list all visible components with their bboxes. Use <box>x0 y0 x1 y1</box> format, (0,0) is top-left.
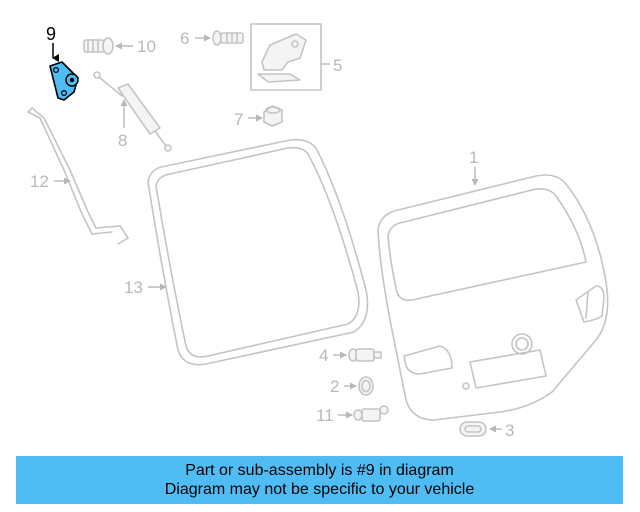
part-12-cable <box>27 107 129 245</box>
banner-line-2: Diagram may not be specific to your vehi… <box>164 481 475 498</box>
callout-7: 7 <box>234 110 243 129</box>
info-banner: Part or sub-assembly is #9 in diagram Di… <box>16 456 623 504</box>
part-2-grommet <box>358 376 374 396</box>
callout-9: 9 <box>46 24 56 44</box>
parts-diagram: 9 10 8 6 5 7 <box>27 23 609 440</box>
callout-4: 4 <box>319 346 328 365</box>
part-7-nut <box>263 105 283 127</box>
callout-6: 6 <box>180 29 189 48</box>
part-10-bolt <box>83 37 114 55</box>
part-5-hinge <box>250 23 322 91</box>
part-13-rear-glass <box>147 138 369 366</box>
part-1-liftgate <box>377 174 609 421</box>
callout-2: 2 <box>330 377 339 396</box>
callout-3: 3 <box>505 421 514 440</box>
callout-8: 8 <box>118 131 127 150</box>
callout-11: 11 <box>316 406 334 425</box>
part-8-gas-strut <box>93 71 172 152</box>
callout-1: 1 <box>469 148 478 167</box>
part-4-switch <box>348 348 382 362</box>
callout-10: 10 <box>137 37 156 56</box>
part-9-hinge-bracket[interactable] <box>49 61 79 101</box>
callout-5: 5 <box>333 56 342 75</box>
part-3-plug <box>459 421 487 437</box>
callout-13: 13 <box>124 278 143 297</box>
part-6-bolt <box>212 30 244 46</box>
banner-line-1: Part or sub-assembly is #9 in diagram <box>185 462 454 479</box>
callout-12: 12 <box>30 172 49 191</box>
part-11-connector <box>353 405 389 422</box>
